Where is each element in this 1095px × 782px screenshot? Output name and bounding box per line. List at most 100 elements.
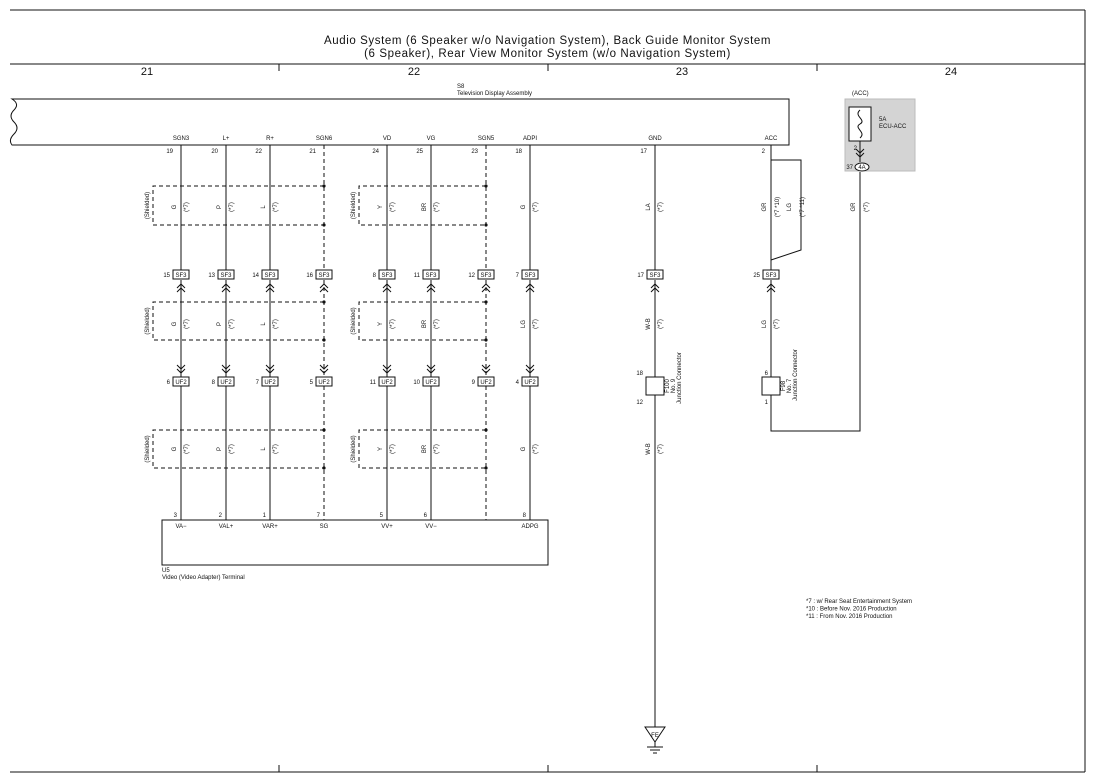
fuse-tag: (ACC): [852, 91, 869, 97]
sf3-connector: [646, 269, 664, 280]
wire-note: (*7): [184, 319, 190, 329]
shielded-label: (Shielded): [145, 192, 151, 219]
connector-arrow-icon: [176, 364, 186, 374]
wire-note: (*7): [533, 319, 539, 329]
splice-dot: [322, 466, 326, 470]
wire-note: (*7): [229, 444, 235, 454]
sf3-connector-pin: 15: [163, 273, 170, 279]
pin-label-SGN6: SGN6: [316, 136, 333, 142]
connector-arrow-icon: [382, 283, 392, 293]
uf2-connector-pin: 4: [516, 380, 520, 386]
bottom-pin-label: ADPG: [521, 524, 538, 530]
uf2-connector-pin: 10: [413, 380, 420, 386]
wire-note: (*7): [273, 202, 279, 212]
junction-name: Junction Connector: [793, 349, 799, 401]
shielded-label: (Shielded): [145, 307, 151, 334]
uf2-connector-label: UF2: [175, 380, 187, 386]
uf2-connector-pin: 6: [167, 380, 171, 386]
shielded-label: (Shielded): [351, 435, 357, 462]
wire-color: LA: [646, 203, 652, 210]
pin-label-acc: ACC: [765, 136, 778, 142]
sf3-connector-label: SF3: [381, 273, 393, 279]
bottom-pin-number: 6: [424, 513, 428, 519]
shielded-label: (Shielded): [351, 192, 357, 219]
uf2-connector-label: UF2: [425, 380, 437, 386]
sf3-connector-label: SF3: [524, 273, 536, 279]
sf3-connector: [378, 269, 396, 280]
wire-color: L: [261, 322, 267, 326]
wire-color: BR: [422, 202, 428, 211]
shield-outline: [152, 185, 324, 226]
sf3-connector-label: SF3: [649, 273, 661, 279]
bottom-pin-number: 2: [219, 513, 223, 519]
wire-note: (*7): [658, 319, 664, 329]
junction-connector-box: [761, 376, 781, 396]
wire-color: BR: [422, 444, 428, 453]
junction-pin: 1: [765, 400, 769, 406]
bottom-pin-number: 3: [174, 513, 178, 519]
pin-label-R+: R+: [266, 136, 274, 142]
sf3-connector-label: SF3: [175, 273, 187, 279]
pin-number: 21: [309, 149, 316, 155]
sf3-connector-pin: 25: [753, 273, 760, 279]
bottom-pin-label: VAL+: [219, 524, 234, 530]
bottom-component-code: U5: [162, 568, 170, 574]
connector-arrow-icon: [525, 364, 535, 374]
pin-number: 25: [416, 149, 423, 155]
pin-label-VG: VG: [427, 136, 436, 142]
fuse-pin: 2: [854, 146, 858, 152]
sf3-connector: [261, 269, 279, 280]
wire-note: (*7): [434, 319, 440, 329]
wire-color: Y: [378, 447, 384, 451]
grid-number: 24: [945, 66, 957, 78]
pin-label-L+: L+: [223, 136, 230, 142]
fuse-pin: 37: [846, 165, 853, 171]
wire-note: (*7): [229, 202, 235, 212]
bottom-pin-label: SG: [320, 524, 329, 530]
junction-pin: 6: [765, 371, 769, 377]
footnote: *11 : From Nov. 2016 Production: [806, 614, 893, 620]
wire-color: GR: [762, 202, 768, 212]
connector-arrow-icon: [176, 283, 186, 293]
bottom-pin-label: VAR+: [262, 524, 278, 530]
shield-outline: [358, 301, 486, 341]
fuse-name: ECU-ACC: [879, 124, 907, 130]
bottom-pin-label: VV−: [425, 524, 437, 530]
pin-label-gnd: GND: [648, 136, 662, 142]
bottom-pin-number: 1: [263, 513, 267, 519]
wire-color: LG: [762, 320, 768, 328]
fuse-connector-label: 4A: [858, 165, 865, 171]
uf2-connector: [378, 376, 396, 387]
pin-number: 17: [640, 149, 647, 155]
fuse-feed-wire: [770, 172, 861, 432]
bottom-pin-label: VV+: [381, 524, 393, 530]
sf3-connector-pin: 12: [468, 273, 475, 279]
uf2-connector: [217, 376, 235, 387]
uf2-connector-label: UF2: [220, 380, 232, 386]
top-component-code: S8: [457, 84, 465, 90]
uf2-connector: [315, 376, 333, 387]
wire-note: (*7): [434, 202, 440, 212]
sf3-connector-label: SF3: [425, 273, 437, 279]
splice-dot: [484, 466, 488, 470]
pin-label-SGN5: SGN5: [478, 136, 495, 142]
connector-arrow-icon: [481, 283, 491, 293]
pin-number: 23: [471, 149, 478, 155]
wire-note: (*7): [434, 444, 440, 454]
sf3-connector: [315, 269, 333, 280]
junction-code: F100: [665, 379, 671, 393]
wire-color: G: [172, 321, 178, 326]
wire-color: BR: [422, 319, 428, 328]
video-terminal-box: [161, 519, 549, 566]
pin-label-SGN3: SGN3: [173, 136, 190, 142]
wire-note: (*7): [273, 444, 279, 454]
fuse-symbol-icon: [857, 109, 863, 139]
connector-arrow-icon: [265, 283, 275, 293]
wire-note: (*7): [184, 202, 190, 212]
wire-color: G: [172, 204, 178, 209]
wire-color: L: [261, 447, 267, 451]
connector-arrow-icon: [481, 364, 491, 374]
wire-color: G: [521, 204, 527, 209]
wire-note: (*7): [390, 202, 396, 212]
connector-arrow-icon: [265, 364, 275, 374]
